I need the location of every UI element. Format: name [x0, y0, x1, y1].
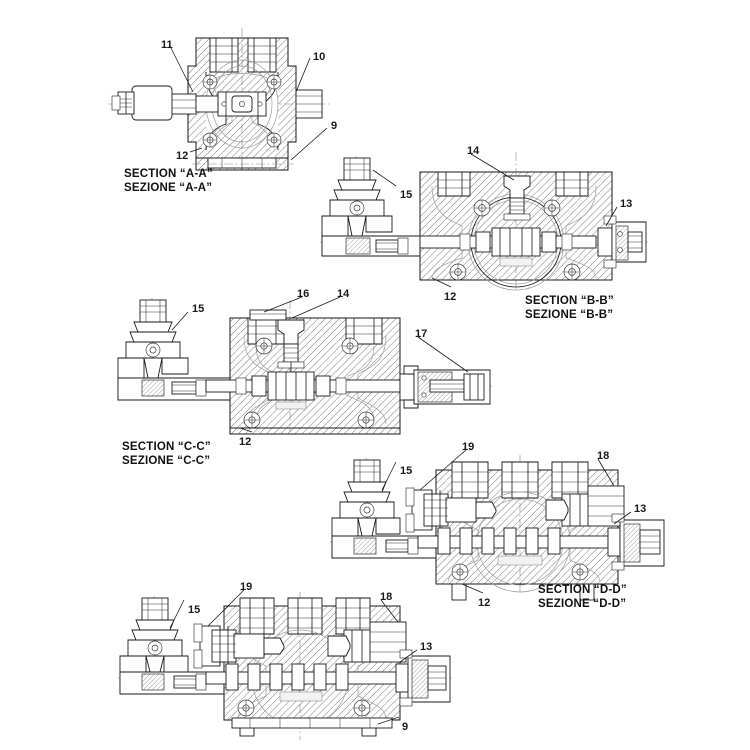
callout-15-cc: 15 [192, 303, 205, 315]
section-view-cc [117, 296, 492, 435]
callout-12-cc: 12 [239, 436, 252, 448]
callout-12-dd: 12 [478, 597, 491, 609]
section-caption-dd: SECTION “D-D” SEZIONE “D-D” [538, 584, 627, 611]
callout-13-bb: 13 [620, 198, 633, 210]
callout-12-bb: 12 [444, 291, 457, 303]
caption-en-cc: SECTION “C-C” [122, 441, 211, 453]
section-view-dd [330, 449, 665, 601]
callout-9-e: 9 [402, 721, 409, 733]
callout-13-dd: 13 [634, 503, 647, 515]
caption-it-aa: SEZIONE “A-A” [124, 181, 213, 194]
callout-19-dd: 19 [462, 441, 475, 453]
callout-10: 10 [313, 51, 326, 63]
caption-it-dd: SEZIONE “D-D” [538, 597, 627, 610]
callout-15-dd: 15 [400, 465, 413, 477]
callout-15-bb: 15 [400, 189, 413, 201]
section-view-bb [320, 152, 648, 291]
section-view-bottom [118, 589, 452, 740]
caption-en-bb: SECTION “B-B” [525, 295, 614, 307]
caption-it-bb: SEZIONE “B-B” [525, 308, 614, 321]
section-caption-aa: SECTION “A-A” SEZIONE “A-A” [124, 168, 213, 195]
callout-13-e: 13 [420, 641, 433, 653]
callout-11: 11 [161, 39, 173, 51]
callout-18-e: 18 [380, 591, 393, 603]
caption-en-aa: SECTION “A-A” [124, 168, 213, 180]
callout-14-bb: 14 [467, 145, 480, 157]
callout-15-e: 15 [188, 604, 201, 616]
callout-16-cc: 16 [297, 288, 310, 300]
callout-9-aa: 9 [331, 120, 338, 132]
section-caption-bb: SECTION “B-B” SEZIONE “B-B” [525, 295, 614, 322]
caption-it-cc: SEZIONE “C-C” [122, 454, 211, 467]
section-caption-cc: SECTION “C-C” SEZIONE “C-C” [122, 441, 211, 468]
section-view-aa [108, 28, 330, 172]
caption-en-dd: SECTION “D-D” [538, 584, 627, 596]
callout-19-e: 19 [240, 581, 253, 593]
callout-12-aa: 12 [176, 150, 189, 162]
callout-17-cc: 17 [415, 328, 428, 340]
callout-18-dd: 18 [597, 450, 610, 462]
callout-14-cc: 14 [337, 288, 350, 300]
